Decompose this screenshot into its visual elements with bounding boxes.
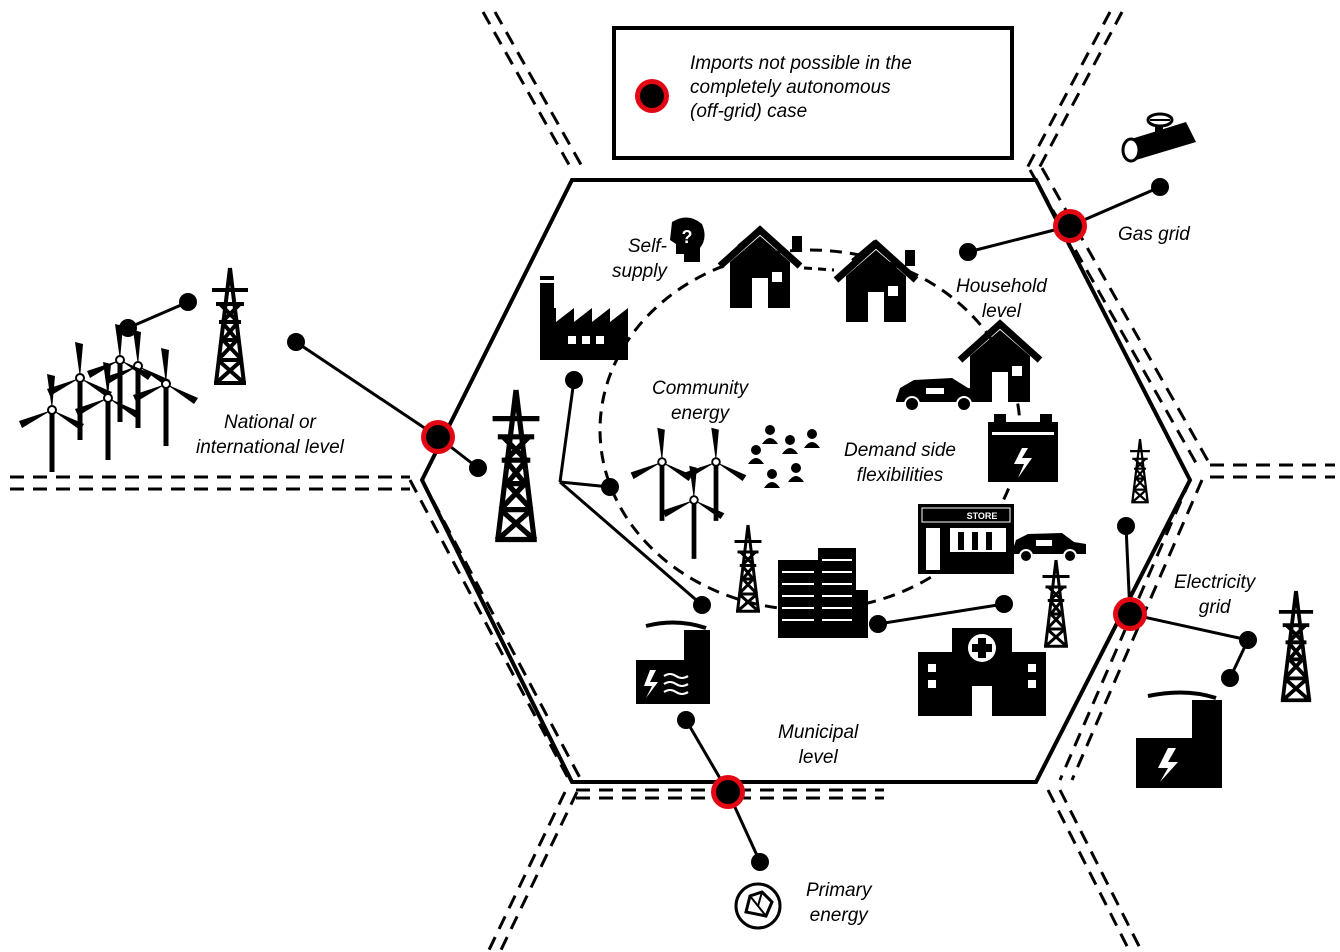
label-line: energy: [670, 403, 730, 424]
battery-icon: [988, 414, 1058, 482]
wind-turbine-icon: [19, 324, 198, 472]
label-line: supply: [612, 261, 667, 282]
legend-line: completely autonomous: [690, 77, 891, 98]
transmission-tower-icon: [210, 266, 250, 385]
power-plant-icon: [636, 620, 710, 704]
power-plant-icon: [1136, 690, 1222, 788]
label-line: energy: [809, 905, 868, 926]
legend-box: Imports not possible in the completely a…: [612, 26, 1014, 160]
label-line: level: [981, 301, 1021, 322]
svg-text:STORE: STORE: [967, 511, 998, 521]
people-group-icon: [748, 425, 820, 488]
import-marker-icon: [635, 79, 669, 113]
label-demand-side: Demand side flexibilities: [844, 438, 956, 488]
label-line: National or: [223, 412, 316, 433]
transmission-tower-icon: [1041, 558, 1071, 648]
house-solar-icon: [720, 225, 802, 308]
legend-text: Imports not possible in the completely a…: [690, 52, 912, 124]
transmission-tower-icon: [1128, 437, 1152, 504]
label-household: Household level: [956, 274, 1047, 324]
municipal-hexagon: [419, 178, 1193, 784]
transmission-tower-icon: [733, 523, 763, 613]
label-line: grid: [1198, 597, 1231, 618]
label-line: Household: [956, 276, 1047, 297]
transmission-tower-icon: [1277, 589, 1315, 703]
label-national: National or international level: [196, 410, 344, 460]
transmission-tower-icon: [493, 390, 540, 539]
legend-line: (off-grid) case: [690, 101, 808, 122]
label-line: Municipal: [778, 722, 859, 743]
house-solar-icon: [836, 239, 916, 322]
label-municipal: Municipal level: [778, 720, 858, 770]
label-electricity-grid: Electricity grid: [1174, 570, 1255, 620]
electric-car-icon: [896, 378, 982, 412]
endpoint-dots: [119, 178, 1257, 871]
label-gas-grid: Gas grid: [1118, 222, 1190, 247]
factory-icon: [538, 276, 628, 360]
label-line: Primary: [806, 880, 872, 901]
label-self-supply: Self- supply: [612, 234, 667, 284]
wind-turbine-icon: [631, 428, 747, 559]
label-primary-energy: Primary energy: [806, 878, 871, 928]
import-point-gas: [1053, 209, 1087, 243]
label-line: Self-: [627, 236, 667, 257]
import-point-national: [421, 420, 455, 454]
import-point-primary: [711, 775, 745, 809]
hospital-icon: [918, 628, 1046, 716]
label-line: international level: [196, 437, 344, 458]
label-line: Gas grid: [1118, 224, 1190, 245]
label-community: Community energy: [652, 376, 748, 426]
electric-car-icon: [1012, 533, 1086, 563]
label-line: level: [798, 747, 838, 768]
question-head-icon: ?: [670, 217, 705, 262]
label-line: Community: [652, 378, 749, 399]
import-point-electricity: [1113, 597, 1147, 631]
legend-line: Imports not possible in the: [690, 53, 912, 74]
skyscraper-icon: [778, 548, 868, 638]
primary-energy-rock-icon: [734, 882, 782, 930]
connection-lines: [127, 185, 1250, 863]
svg-text:?: ?: [682, 227, 693, 247]
label-line: flexibilities: [856, 465, 944, 486]
label-line: Demand side: [844, 440, 956, 461]
gas-pipe-valve-icon: [1121, 112, 1196, 163]
label-line: Electricity: [1174, 572, 1256, 593]
store-icon: STORE: [918, 504, 1014, 574]
